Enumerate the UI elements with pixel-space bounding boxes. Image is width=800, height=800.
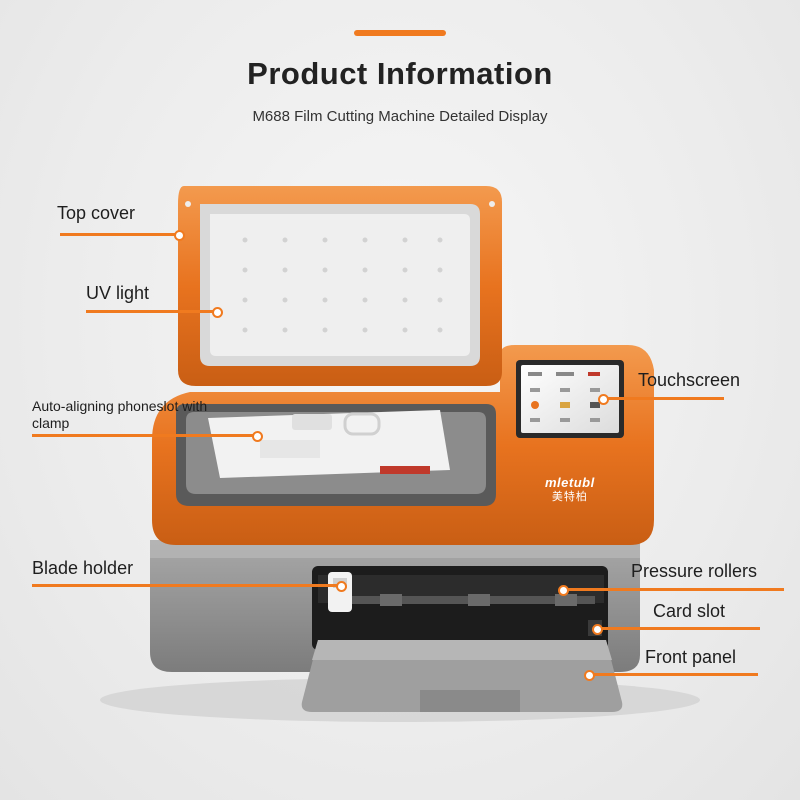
dot-touchscreen <box>598 394 609 405</box>
leader-uv-light <box>86 310 214 313</box>
callout-card-slot: Card slot <box>653 601 726 621</box>
roller-left <box>380 594 402 606</box>
uv-light-panel <box>210 214 470 356</box>
dot-top-cover <box>174 230 185 241</box>
brand-logo-cn: 美特柏 <box>551 491 588 503</box>
leader-blade-holder <box>32 584 340 587</box>
brand-logo-text: mletubl <box>545 475 595 490</box>
callout-pressure-rollers: Pressure rollers <box>631 561 758 581</box>
dot-pressure-rollers <box>558 585 569 596</box>
dot-front-panel <box>584 670 595 681</box>
callout-blade-holder: Blade holder <box>32 558 134 578</box>
dot-phoneslot <box>252 431 263 442</box>
callout-top-cover: Top cover <box>57 203 136 223</box>
roller-mid <box>468 594 490 606</box>
callout-uv-light: UV light <box>86 283 150 303</box>
phoneslot-shape <box>208 410 450 478</box>
leader-front-panel <box>588 673 758 676</box>
uv-light-holes <box>242 237 443 333</box>
callout-phoneslot: Auto-aligning phoneslot with clamp <box>32 398 208 431</box>
leader-touchscreen <box>602 397 724 400</box>
page-title: Product Information <box>247 56 553 91</box>
dot-uv-light <box>212 307 223 318</box>
dot-blade-holder <box>336 581 347 592</box>
leader-phoneslot <box>32 434 256 437</box>
title-accent-bar <box>354 30 446 36</box>
touchscreen-display <box>521 365 619 433</box>
dot-card-slot <box>592 624 603 635</box>
callout-front-panel: Front panel <box>645 647 737 667</box>
leader-pressure-rollers <box>562 588 784 591</box>
roller-right <box>555 594 577 606</box>
callout-touchscreen: Touchscreen <box>638 370 741 390</box>
leader-top-cover <box>60 233 178 236</box>
brand-logo: mletubl 美特柏 <box>545 475 595 505</box>
leader-card-slot <box>596 627 760 630</box>
page-subtitle: M688 Film Cutting Machine Detailed Displ… <box>252 108 548 125</box>
